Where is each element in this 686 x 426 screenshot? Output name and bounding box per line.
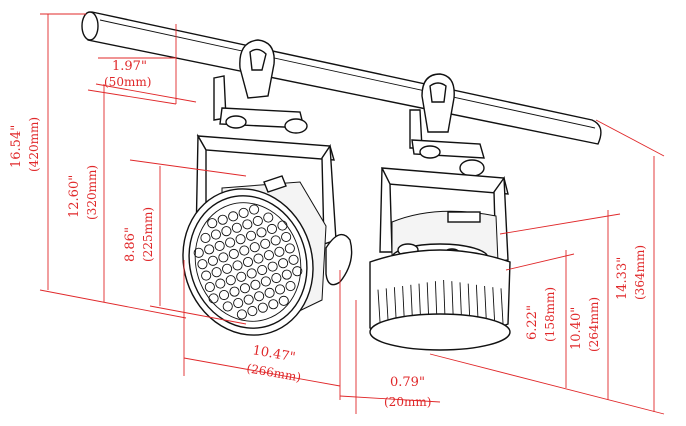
yoke-height-imperial: 12.60"	[67, 175, 82, 218]
cooling-fin	[492, 287, 496, 326]
led-lens	[268, 299, 279, 310]
led-lens	[274, 284, 286, 295]
led-lens	[233, 297, 244, 309]
led-lens	[236, 271, 247, 282]
led-lens	[228, 248, 239, 260]
led-lens	[231, 222, 242, 233]
led-lens	[229, 286, 240, 297]
lens-diameter-metric: (225mm)	[141, 207, 155, 262]
led-lens	[239, 283, 251, 294]
led-lens	[197, 259, 208, 270]
led-lens	[278, 295, 289, 306]
led-lens	[277, 220, 288, 231]
led-lens	[218, 252, 229, 263]
led-lens	[204, 281, 215, 293]
led-lens	[193, 247, 204, 258]
led-lens	[222, 301, 233, 312]
total-height-metric: (420mm)	[27, 117, 41, 172]
led-lens	[250, 279, 261, 290]
cooling-fin	[385, 288, 389, 324]
led-lens	[221, 226, 232, 237]
knob-depth-metric: (20mm)	[384, 395, 431, 409]
body-height-metric: (264mm)	[587, 297, 601, 352]
yoke-height-metric: (320mm)	[85, 165, 99, 220]
led-lens	[257, 302, 268, 313]
led-lens	[235, 234, 246, 245]
led-lens	[211, 267, 222, 278]
front-fixture-icon	[182, 39, 353, 336]
led-lens	[288, 254, 299, 265]
clamp-offset-metric: (50mm)	[104, 75, 151, 89]
base-height-metric: (158mm)	[543, 287, 557, 342]
led-lens	[239, 245, 250, 256]
led-lens	[266, 223, 278, 235]
led-lens	[245, 230, 257, 241]
led-lens	[242, 256, 254, 268]
led-lens	[249, 242, 260, 253]
led-array	[193, 204, 303, 320]
lens-diameter-imperial: 8.86"	[123, 227, 138, 262]
led-lens	[253, 253, 264, 264]
led-lens	[204, 244, 215, 255]
led-lens	[222, 263, 233, 274]
led-lens	[249, 204, 260, 215]
led-lens	[264, 287, 275, 298]
led-lens	[263, 212, 274, 223]
led-lens	[278, 258, 289, 269]
led-lens	[236, 309, 247, 320]
led-lens	[292, 266, 303, 277]
dimension-lines	[39, 13, 665, 415]
total-height-imperial: 16.54"	[9, 125, 24, 168]
led-lens	[207, 218, 218, 229]
led-lens	[263, 250, 274, 261]
led-lens	[215, 278, 226, 289]
cooling-fin	[377, 289, 381, 323]
led-lens	[285, 280, 296, 292]
led-lens	[217, 214, 228, 225]
clamp-offset-imperial: 1.97"	[112, 59, 147, 74]
led-lens	[246, 268, 257, 279]
side-fixture-icon	[369, 73, 511, 351]
led-lens	[274, 246, 285, 257]
led-lens	[232, 260, 243, 271]
led-lens	[214, 240, 225, 252]
led-lens	[252, 215, 263, 227]
led-lens	[260, 276, 271, 287]
led-lens	[284, 243, 295, 254]
knob-depth-imperial: 0.79"	[390, 375, 425, 390]
led-lens	[267, 261, 278, 272]
led-lens	[281, 269, 292, 280]
led-lens	[238, 207, 249, 219]
led-lens	[281, 231, 292, 243]
body-width-imperial: 10.47"	[251, 343, 296, 365]
led-lens	[260, 238, 271, 249]
mounting-pipe-icon	[81, 11, 602, 145]
led-lens	[243, 294, 254, 305]
led-lens	[218, 289, 230, 301]
led-lens	[254, 291, 265, 302]
led-lens	[200, 232, 211, 244]
cooling-fin	[500, 288, 504, 324]
led-lens	[225, 237, 236, 248]
side-total-height-imperial: 14.33"	[615, 257, 630, 300]
led-lens	[242, 219, 253, 230]
base-height-imperial: 6.22"	[525, 305, 540, 340]
led-lens	[257, 264, 268, 276]
body-height-imperial: 10.40"	[569, 307, 584, 350]
led-lens	[228, 211, 239, 222]
led-lens	[225, 275, 236, 286]
led-lens	[201, 270, 212, 281]
led-lens	[256, 227, 267, 238]
led-lens	[270, 235, 281, 246]
led-lens	[208, 293, 219, 304]
led-lens	[207, 255, 218, 266]
led-lens	[210, 229, 222, 240]
led-lens	[247, 305, 258, 317]
led-lens	[271, 272, 282, 284]
side-total-height-metric: (364mm)	[633, 245, 647, 300]
dimension-labels: 16.54" (420mm) 1.97" (50mm) 12.60" (320m…	[9, 59, 647, 409]
